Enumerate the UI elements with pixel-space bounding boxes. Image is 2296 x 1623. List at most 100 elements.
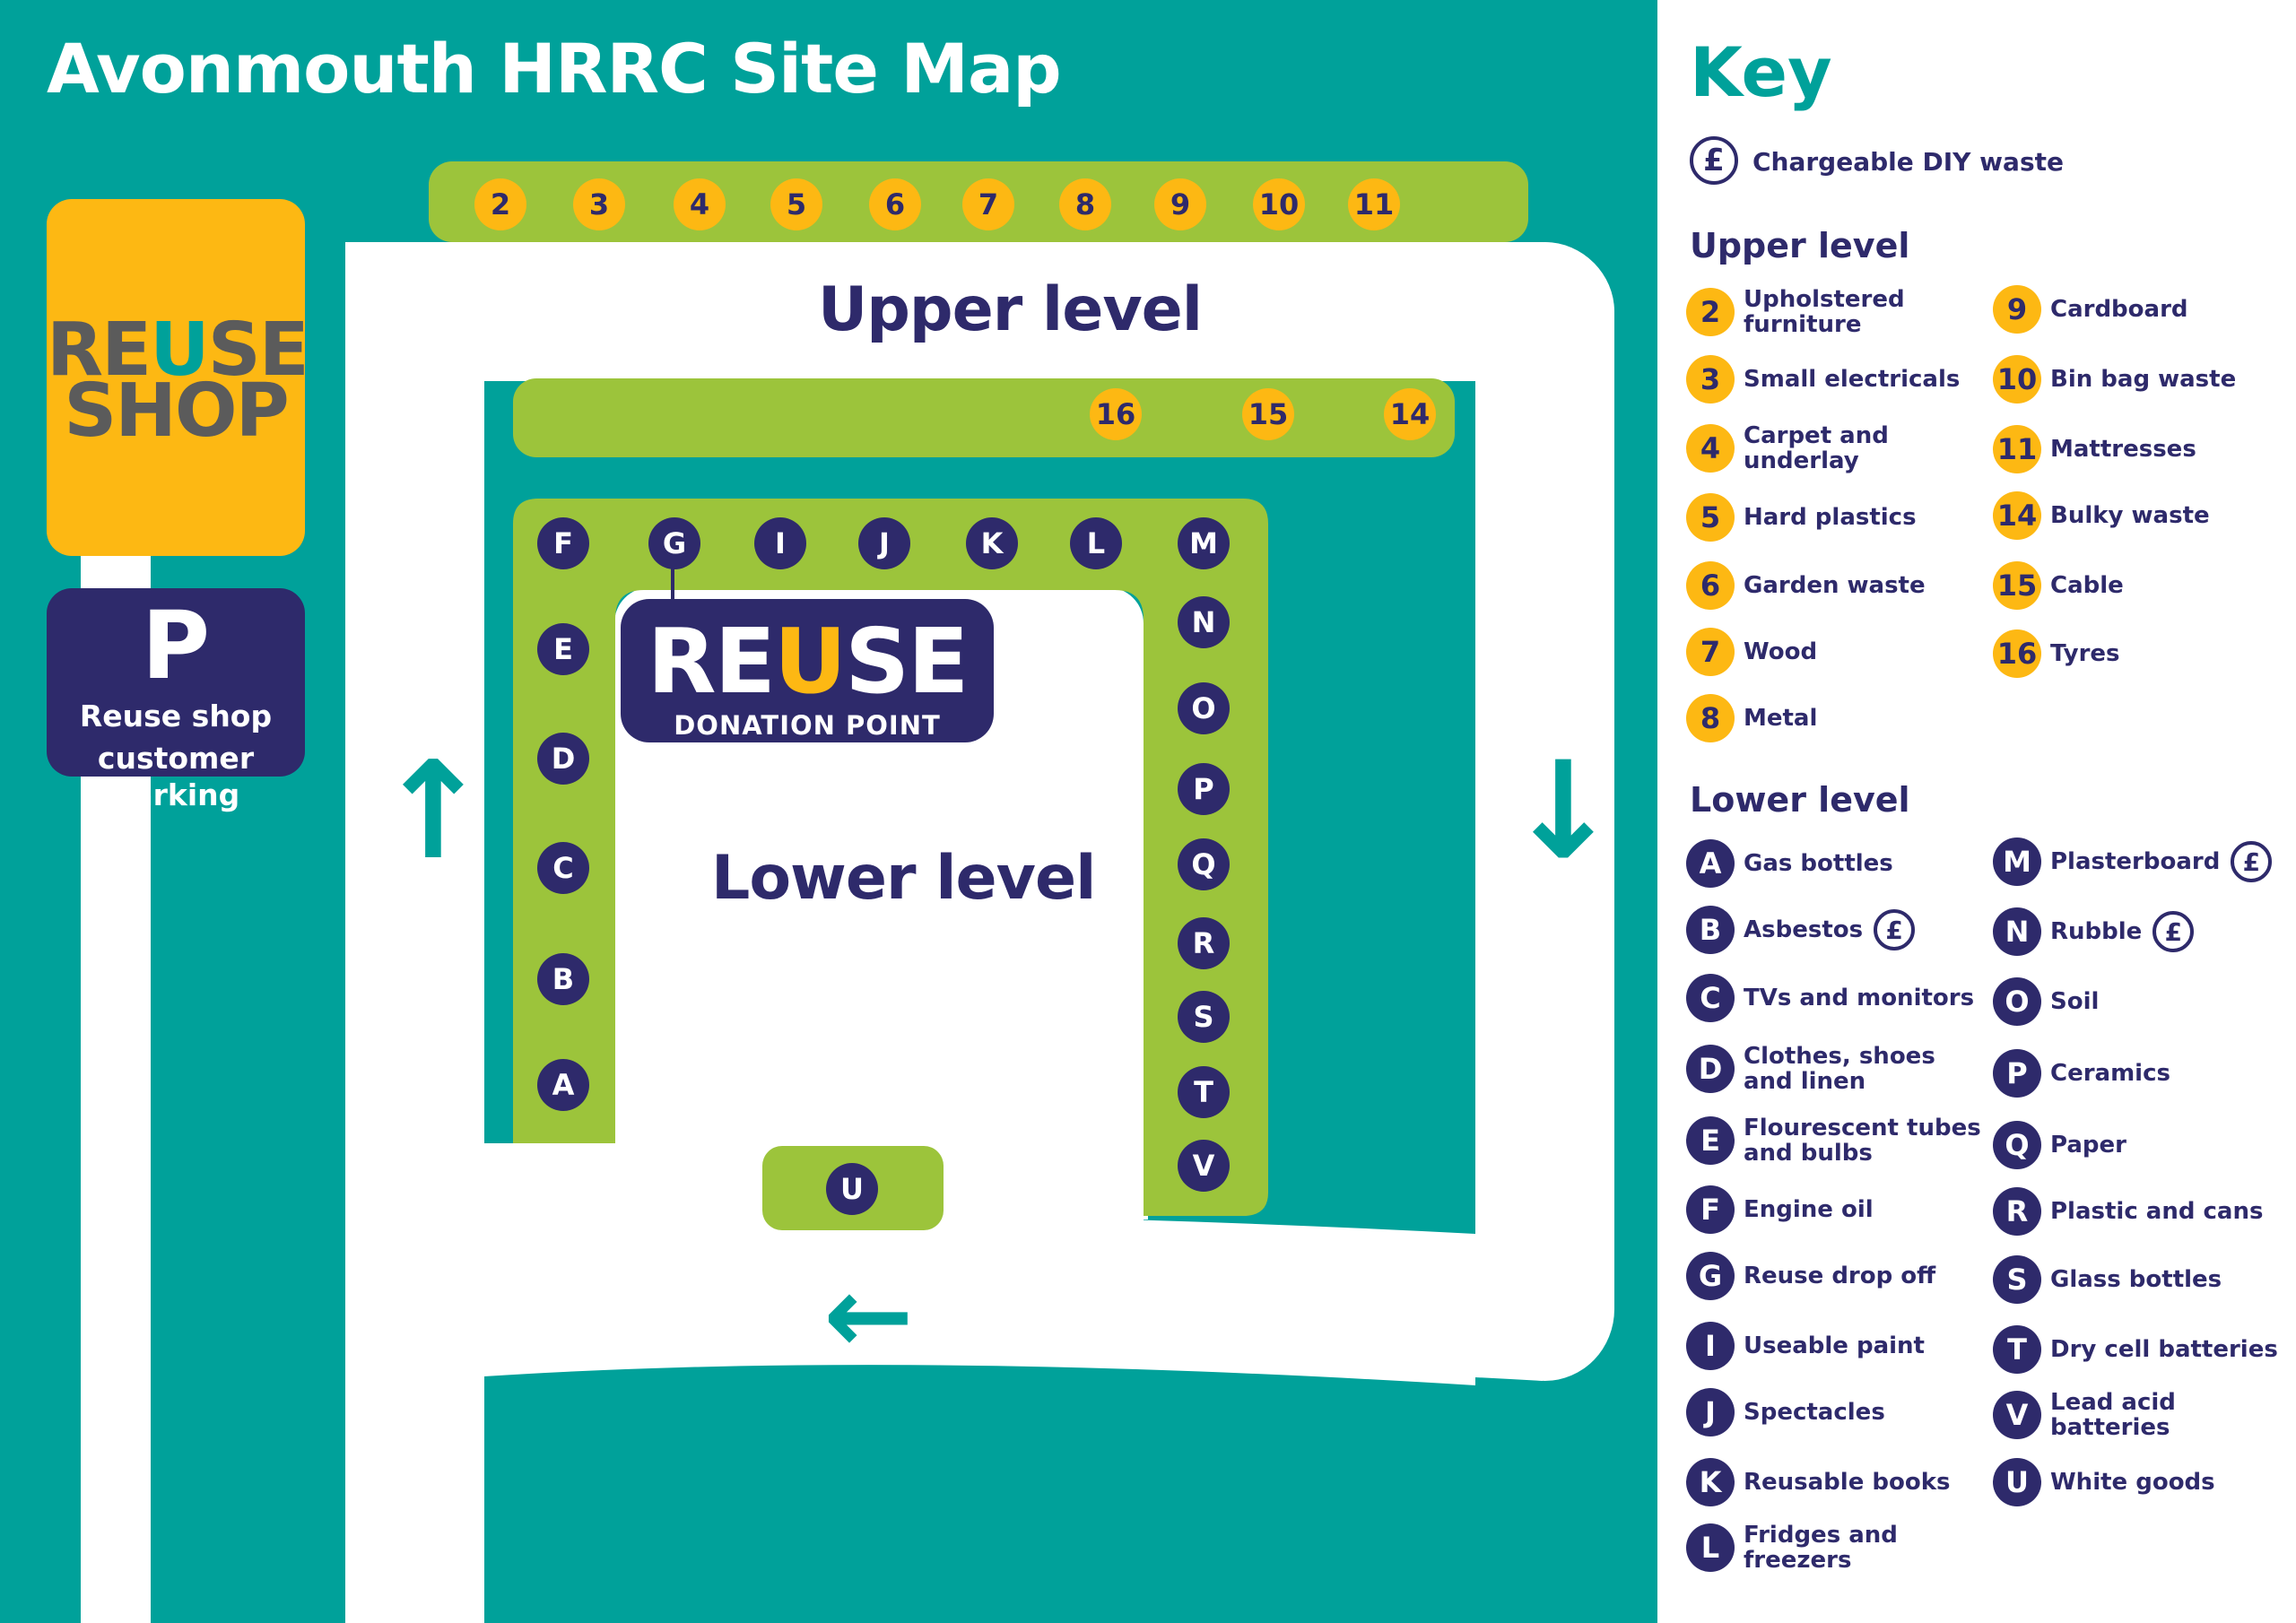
key-label: Bulky waste	[2050, 502, 2210, 529]
key-label: Reusable books	[1744, 1469, 1951, 1496]
bay-I: I	[754, 517, 806, 569]
key-label: Dry cell batteries	[2050, 1336, 2278, 1363]
key-label: Upholstered furniture	[1744, 286, 1905, 338]
key-item-F: F Engine oil	[1686, 1185, 1874, 1234]
bay-16: 16	[1090, 388, 1142, 440]
key-label: Flourescent tubes and bulbs	[1744, 1115, 1981, 1167]
upper-level-label: Upper level	[818, 274, 1203, 345]
bay-3: 3	[573, 178, 625, 230]
bay-J: J	[858, 517, 910, 569]
reuse-shop-se: SE	[207, 308, 309, 393]
key-badge: A	[1686, 839, 1735, 888]
key-label: Hard plastics	[1744, 504, 1917, 531]
bay-14: 14	[1384, 388, 1436, 440]
bay-O: O	[1178, 682, 1230, 734]
key-badge: 10	[1993, 355, 2041, 404]
key-badge: P	[1993, 1049, 2041, 1098]
bay-15: 15	[1242, 388, 1294, 440]
key-label: Spectacles	[1744, 1399, 1885, 1426]
key-label: Cable	[2050, 572, 2124, 599]
parking-line1: Reuse shop	[79, 699, 273, 733]
key-label: Bin bag waste	[2050, 366, 2237, 393]
parking-sign: P Reuse shop customer parking	[47, 588, 305, 812]
chargeable-label: Chargeable DIY waste	[1752, 147, 2064, 177]
key-label: Asbestos	[1744, 916, 1864, 943]
reuse-donation-point-sign: REUSE DONATION POINT	[621, 599, 994, 742]
bay-5: 5	[770, 178, 822, 230]
key-upper-heading: Upper level	[1690, 226, 1910, 265]
key-badge: 14	[1993, 491, 2041, 540]
reuse-shop-word-line2: SHOP	[64, 369, 290, 454]
key-badge: R	[1993, 1187, 2041, 1236]
key-title: Key	[1690, 32, 1832, 112]
key-item-O: O Soil	[1993, 977, 2099, 1026]
key-label: Paper	[2050, 1132, 2126, 1159]
key-badge: T	[1993, 1325, 2041, 1374]
key-label: Soil	[2050, 988, 2100, 1015]
key-badge: C	[1686, 974, 1735, 1022]
key-item-10: 10 Bin bag waste	[1993, 355, 2236, 404]
road-top	[345, 242, 1614, 381]
key-badge: 8	[1686, 694, 1735, 742]
key-item-P: P Ceramics	[1993, 1049, 2170, 1098]
key-badge: F	[1686, 1185, 1735, 1234]
key-badge: V	[1993, 1391, 2041, 1439]
key-label: Useable paint	[1744, 1332, 1925, 1359]
key-item-J: J Spectacles	[1686, 1388, 1885, 1436]
key-badge: S	[1993, 1255, 2041, 1304]
key-badge: 3	[1686, 355, 1735, 404]
bay-4: 4	[674, 178, 726, 230]
key-label: Tyres	[2050, 640, 2120, 667]
bay-8: 8	[1059, 178, 1111, 230]
key-badge: N	[1993, 907, 2041, 956]
key-badge: Q	[1993, 1121, 2041, 1169]
key-item-14: 14 Bulky waste	[1993, 491, 2210, 540]
bay-U: U	[826, 1163, 878, 1215]
bay-K: K	[966, 517, 1018, 569]
key-badge: O	[1993, 977, 2041, 1026]
key-item-C: C TVs and monitors	[1686, 974, 1974, 1022]
key-item-8: 8 Metal	[1686, 694, 1817, 742]
bay-S: S	[1178, 991, 1230, 1043]
bay-P: P	[1178, 763, 1230, 815]
bay-F: F	[537, 517, 589, 569]
donation-word: REUSE	[621, 617, 994, 707]
pound-icon: £	[2231, 841, 2273, 882]
bay-L: L	[1070, 517, 1122, 569]
lower-road-exit	[1072, 1166, 1144, 1246]
key-label: Metal	[1744, 705, 1818, 732]
key-badge: G	[1686, 1252, 1735, 1300]
key-label: TVs and monitors	[1744, 985, 1975, 1011]
key-badge: J	[1686, 1388, 1735, 1436]
pound-icon: £	[1690, 136, 1738, 185]
donation-subtitle: DONATION POINT	[674, 710, 941, 741]
arrow-down-icon: ↓	[1507, 733, 1620, 890]
lower-level-label: Lower level	[711, 843, 1096, 914]
parking-symbol: P	[141, 591, 211, 700]
key-label: Ceramics	[2050, 1060, 2170, 1087]
key-label: Carpet and underlay	[1744, 422, 1889, 474]
key-label: Clothes, shoes and linen	[1744, 1043, 1935, 1095]
bay-6: 6	[869, 178, 921, 230]
key-badge: E	[1686, 1116, 1735, 1165]
key-lower-heading: Lower level	[1690, 780, 1910, 820]
key-badge: 9	[1993, 285, 2041, 334]
key-label: Engine oil	[1744, 1196, 1874, 1223]
key-badge: 15	[1993, 561, 2041, 610]
site-map: Avonmouth HRRC Site Map Upper level Lowe…	[0, 0, 1657, 1623]
bay-C: C	[537, 842, 589, 894]
arrow-left-icon: ←	[823, 1254, 914, 1378]
key-badge: L	[1686, 1523, 1735, 1572]
key-badge: 2	[1686, 288, 1735, 336]
